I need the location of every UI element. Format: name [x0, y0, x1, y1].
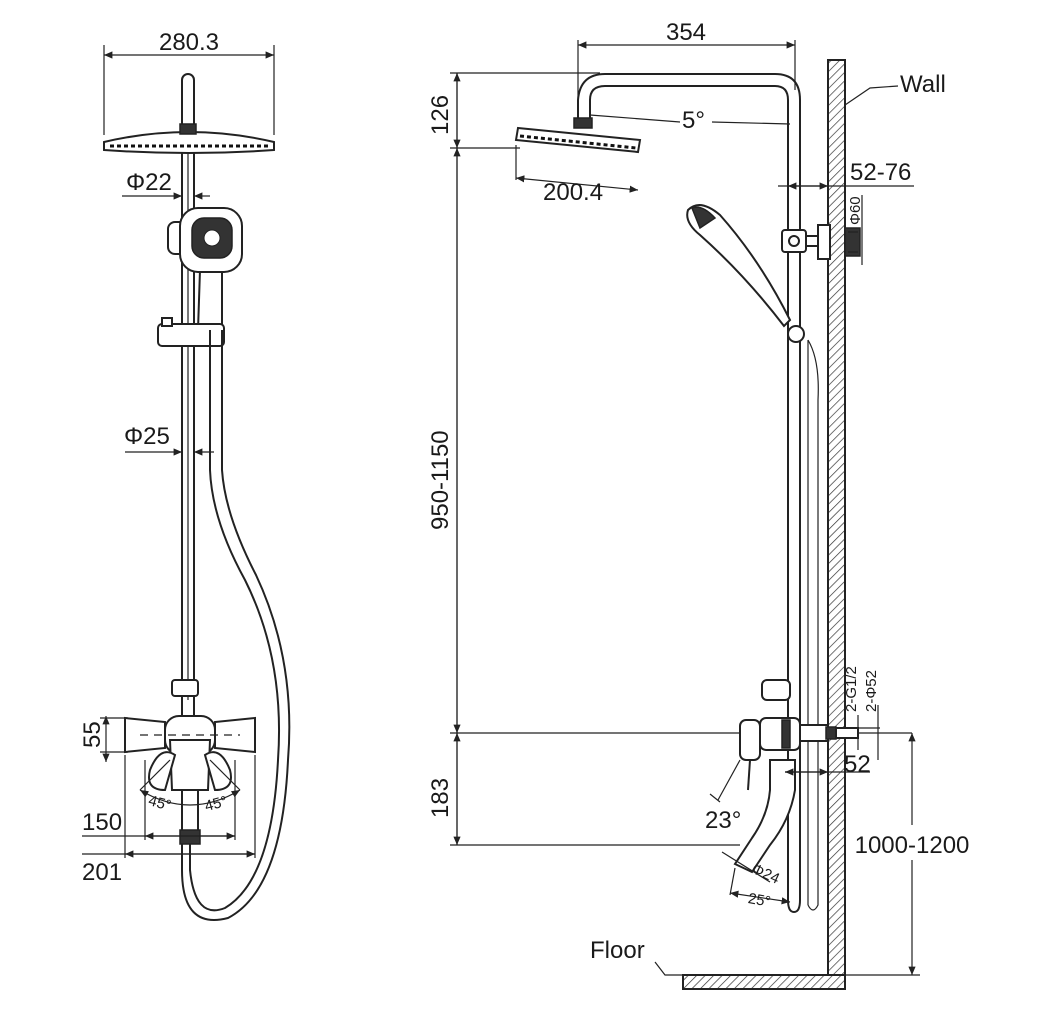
bath-spout — [733, 759, 796, 874]
handle-angle-left-label: 45° — [147, 792, 173, 814]
riser-pipe — [577, 73, 801, 914]
inner-width-label: 150 — [82, 809, 122, 836]
upper-pipe-diameter-label: Φ22 — [126, 169, 172, 196]
lower-pipe-diameter-label: Φ25 — [124, 423, 170, 450]
wall-offset-label: 52-76 — [850, 159, 911, 186]
front-view: 280.3 Φ22 Φ25 — [79, 29, 291, 921]
shower-head — [103, 131, 275, 154]
cover-diameter-label: 2-Φ52 — [863, 670, 880, 712]
inlet-thread-label: 2-G1/2 — [843, 666, 860, 712]
spout-height-label: 183 — [427, 778, 454, 818]
bracket-diameter-label: Φ60 — [847, 196, 864, 225]
floor-label: Floor — [590, 937, 645, 964]
floor — [682, 974, 846, 990]
hose — [189, 330, 281, 912]
wall-label: Wall — [900, 71, 946, 98]
spout-diameter-label: Φ24 — [749, 860, 782, 888]
arm-length-label: 354 — [666, 19, 706, 46]
riser-height-label: 950-1150 — [427, 430, 454, 530]
side-hand-holder — [761, 679, 791, 701]
handle-angle-right-label: 45° — [203, 793, 229, 815]
mixer-handle-right — [214, 716, 256, 754]
head-tilt-label: 5° — [682, 107, 705, 134]
handheld-handle — [196, 268, 223, 331]
head-drop-label: 126 — [427, 95, 454, 135]
side-shower-head — [514, 126, 642, 154]
lever-angle-label: 23° — [705, 807, 741, 834]
install-height-label: 1000-1200 — [855, 832, 970, 859]
side-mixer-lever — [739, 719, 761, 761]
mixer-height-label: 55 — [79, 721, 106, 748]
head-diameter-label: 200.4 — [543, 179, 603, 206]
outer-width-label: 201 — [82, 859, 122, 886]
wall — [827, 59, 846, 976]
slide-bracket — [157, 323, 225, 347]
spout-angle-label: 25° — [747, 890, 772, 911]
side-mixer-body — [759, 717, 801, 751]
mixer-depth-label: 52 — [844, 751, 871, 778]
head-width-label: 280.3 — [159, 29, 219, 56]
side-view: Wall Floor 354 5° 200.4 126 950-1150 — [427, 19, 970, 990]
side-handheld-shower — [686, 204, 792, 328]
